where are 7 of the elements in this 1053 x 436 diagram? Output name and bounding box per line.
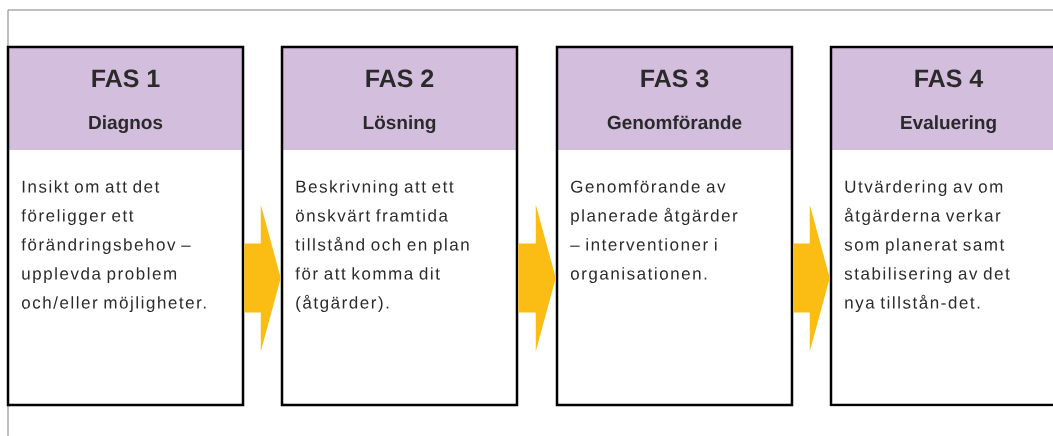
phase-box: FAS 2 Lösning Beskrivning att ett önskvärt framtida tillstånd och en plan för att komma dit (åtgärder). [280, 45, 519, 407]
block-arrow [793, 204, 830, 352]
phase-box: FAS 3 Genomförande Genomförande av planerade åtgärder – interventioner i organisationen. [555, 45, 794, 407]
phase-box: FAS 4 Evaluering Utvärdering av om åtgärderna verkar som planerat samt stabilisering av det nya tillstån-det. [829, 45, 1053, 407]
block-arrow [244, 204, 281, 352]
phase-box: FAS 1 Diagnos Insikt om att det föreligger ett förändringsbehov – upplevda problem och/eller möjligheter. [6, 45, 245, 407]
block-arrow [518, 204, 556, 352]
